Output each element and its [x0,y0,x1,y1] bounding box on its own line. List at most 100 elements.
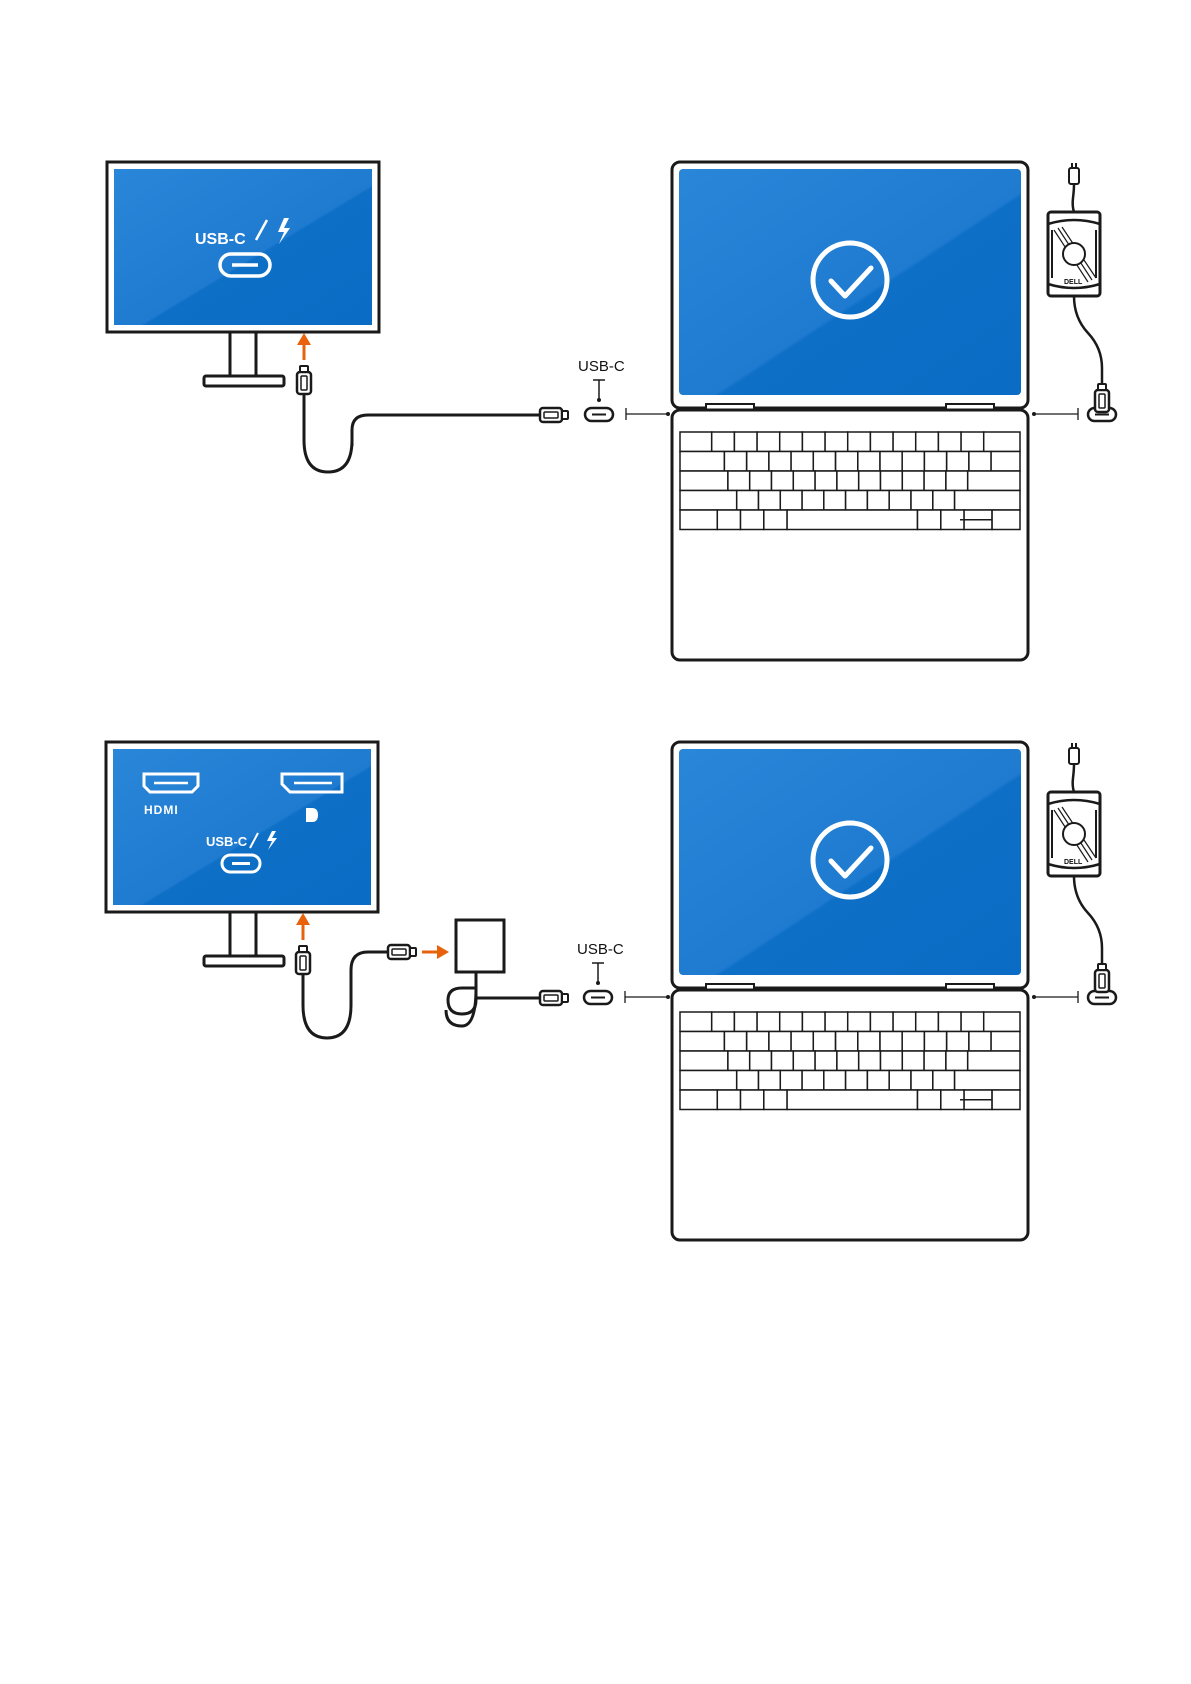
keyboard-key [750,1051,772,1071]
keyboard-key [867,1071,889,1091]
keyboard-key [902,1032,924,1052]
keyboard-key [938,1012,961,1032]
keyboard-key [992,1090,1020,1110]
keyboard-key [946,471,968,491]
laptop-port-label: USB-C [577,942,624,957]
keyboard-key [728,471,750,491]
power-adapter [1048,743,1109,992]
laptop [672,162,1028,660]
keyboard-key [793,1051,815,1071]
laptop-screen [679,169,1021,395]
keyboard-key [824,1071,846,1091]
keyboard-key [984,1012,1020,1032]
laptop [672,742,1028,1240]
keyboard-key [846,491,868,511]
keyboard-key [969,452,991,472]
keyboard-key [947,452,969,472]
keyboard-key [680,1012,712,1032]
keyboard-key [802,1012,825,1032]
keyboard-key [968,471,1020,491]
keyboard-key [924,452,946,472]
keyboard-key [902,471,924,491]
keyboard-key [750,471,772,491]
keyboard-key [881,471,903,491]
keyboard-key [757,1012,780,1032]
orange-arrow [422,945,449,959]
keyboard-key [680,1032,724,1052]
keyboard-key [825,1012,848,1032]
keyboard-key [717,510,740,530]
keyboard-key [728,1051,750,1071]
keyboard-key [791,452,813,472]
hdmi-label: HDMI [144,804,179,816]
keyboard-key [712,1012,735,1032]
keyboard-key [969,1032,991,1052]
keyboard-key [791,1032,813,1052]
keyboard-key [991,452,1020,472]
keyboard-key [911,1071,933,1091]
keyboard-key [881,1051,903,1071]
keyboard-key [824,491,846,511]
keyboard-key [848,432,871,452]
keyboard-key [893,1012,916,1032]
keyboard-key [717,1090,740,1110]
keyboard-key [889,1071,911,1091]
keyboard-key [902,452,924,472]
keyboard-key [911,491,933,511]
diagram-hdmi-dp-monitor: HDMI USB-C USB-C DELL [0,720,1191,1260]
keyboard-key [846,1071,868,1091]
keyboard [680,432,1020,530]
laptop-screen [679,749,1021,975]
keyboard-key [992,510,1020,530]
keyboard-key [836,1032,858,1052]
laptop-usb-c-port [584,991,612,1004]
keyboard-key [734,1012,757,1032]
keyboard-key [813,452,835,472]
keyboard-key [787,510,917,530]
keyboard-key [984,432,1020,452]
keyboard-key [991,1032,1020,1052]
keyboard-key [802,1071,824,1091]
keyboard-key [955,1071,1020,1091]
keyboard-key [933,1071,955,1091]
keyboard-key [813,1032,835,1052]
keyboard-key [759,1071,781,1091]
keyboard-key [764,1090,787,1110]
adapter-brand: DELL [1064,279,1082,286]
keyboard-key [902,1051,924,1071]
keyboard-key [836,452,858,472]
keyboard-key [859,1051,881,1071]
keyboard-key [680,1071,737,1091]
keyboard-key [724,1032,746,1052]
diagram-2-artwork [0,720,1191,1260]
keyboard-key [870,432,893,452]
orange-arrow [297,333,311,360]
laptop-usb-c-port [585,408,613,421]
laptop-port-label: USB-C [578,359,625,374]
keyboard-key [780,432,803,452]
monitor [106,742,378,966]
usb-c-adapter-box [446,920,568,1026]
diagram-1-artwork [0,140,1191,680]
keyboard-key [764,510,787,530]
keyboard-key [858,1032,880,1052]
keyboard-key [815,471,837,491]
keyboard-key [780,491,802,511]
keyboard-key [680,1090,717,1110]
keyboard-key [741,510,764,530]
monitor-usbc-label: USB-C [195,232,246,248]
monitor-screen [113,749,371,905]
keyboard-key [724,452,746,472]
keyboard-key [968,1051,1020,1071]
keyboard-key [859,471,881,491]
usb-c-cable [296,945,416,1038]
keyboard-key [858,452,880,472]
keyboard-key [947,1032,969,1052]
keyboard-key [961,1012,984,1032]
keyboard-key [680,1051,728,1071]
keyboard-key [759,491,781,511]
keyboard-key [918,510,941,530]
keyboard-key [955,491,1020,511]
keyboard-key [867,491,889,511]
keyboard-key [918,1090,941,1110]
